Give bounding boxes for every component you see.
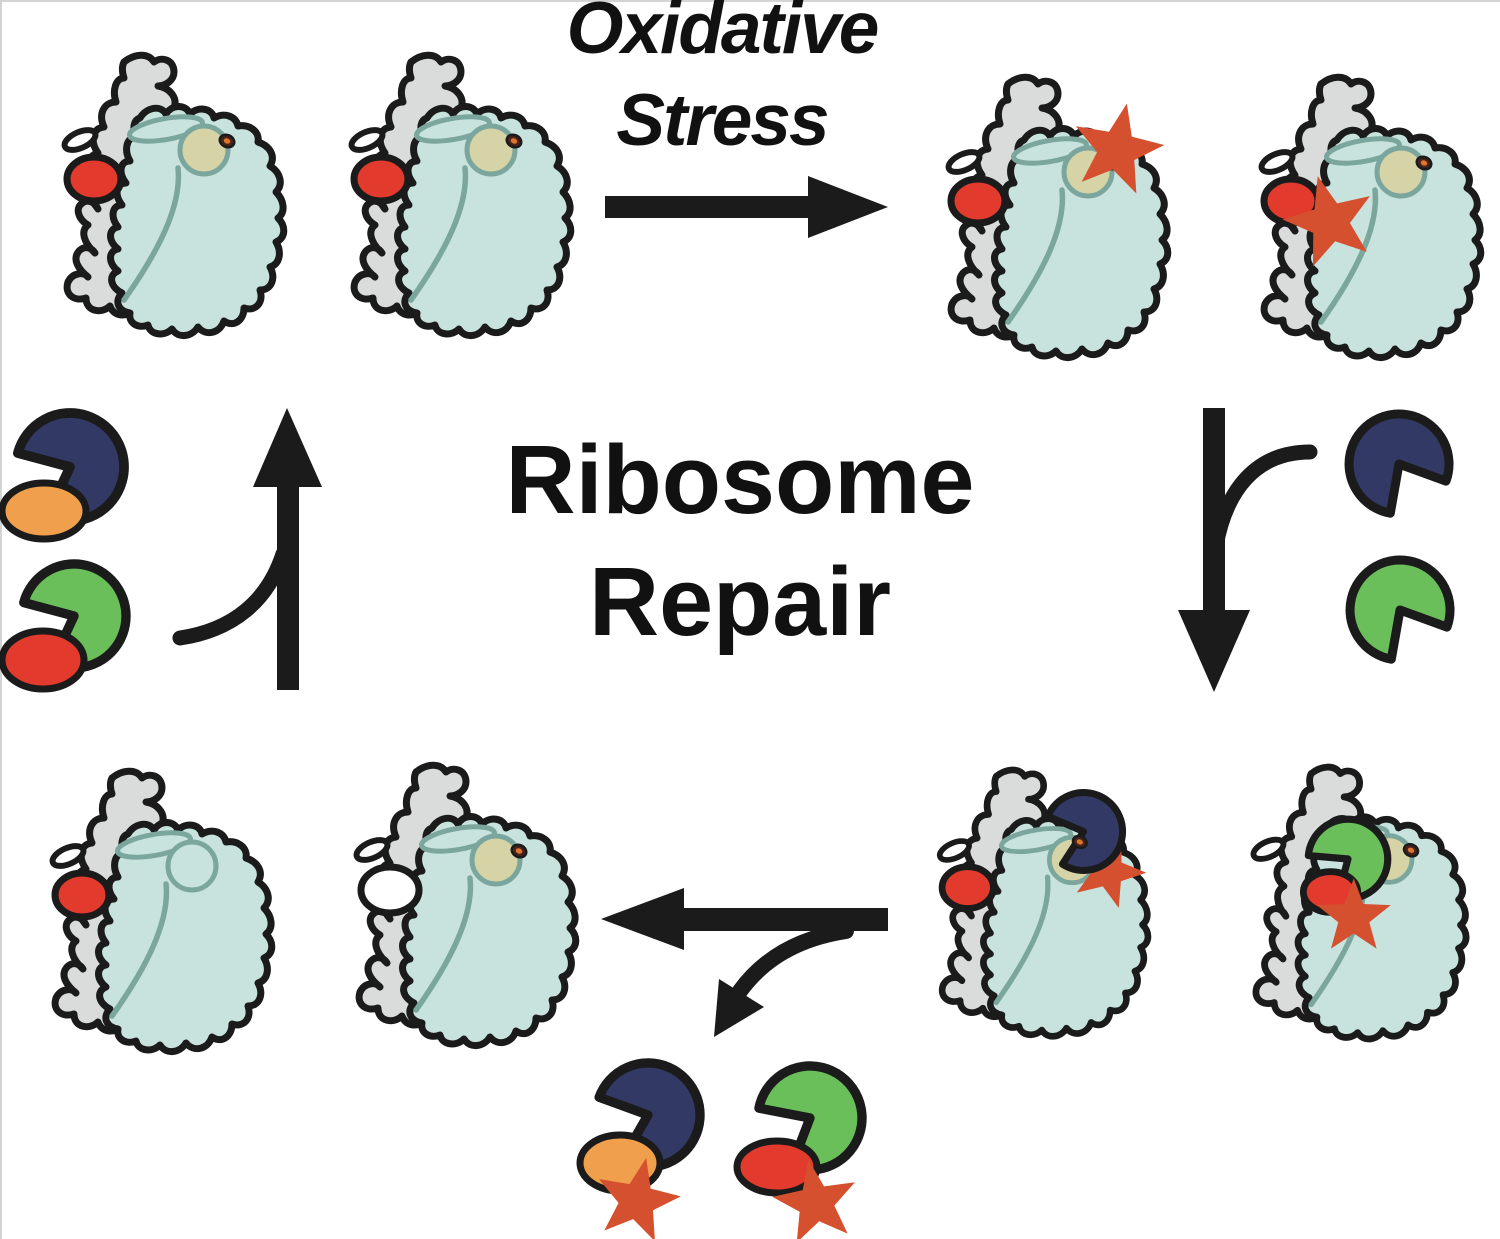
ribosome-damaged-2 xyxy=(1259,77,1481,357)
decoding-site-empty xyxy=(165,839,219,893)
protein-red xyxy=(938,863,997,912)
decoding-site xyxy=(469,833,523,887)
ribosome-intact-1 xyxy=(62,55,284,335)
ribosome-repair-label: Ribosome Repair xyxy=(505,425,975,656)
protein-red xyxy=(947,175,1009,227)
factor-binding-arrow xyxy=(1178,408,1318,692)
ribosome-repairing-1 xyxy=(937,770,1156,1036)
protein-red xyxy=(350,153,412,205)
repair-factor-dark-icon xyxy=(1349,414,1449,513)
oxidative-stress-arrow xyxy=(605,176,888,238)
decoding-site xyxy=(464,123,518,177)
damaged-protein-red xyxy=(733,1137,821,1197)
extracted-damaged-complex-green xyxy=(733,1062,866,1239)
repair-return-arrow xyxy=(172,408,322,690)
repair-factor-green-icon xyxy=(1350,560,1450,659)
extracted-damaged-complex-dark xyxy=(576,1059,704,1239)
new-protein-red xyxy=(0,627,88,693)
ribosome-repairing-2 xyxy=(1251,767,1466,1039)
oxidative-stress-label: Oxidative Stress xyxy=(566,0,880,161)
decoding-site xyxy=(1374,145,1428,199)
ribosome-intact-2 xyxy=(349,55,571,335)
new-protein-orange xyxy=(0,479,90,543)
new-protein-complex-green xyxy=(0,564,126,693)
ribosome-repaired-2 xyxy=(354,765,576,1045)
protein-red xyxy=(51,869,113,921)
ribosome-damaged-1 xyxy=(946,77,1171,357)
new-protein-complex-dark xyxy=(0,413,124,543)
ribosome-repaired-1 xyxy=(50,771,272,1051)
protein-site-vacant xyxy=(357,863,423,917)
release-arrow xyxy=(601,888,888,1037)
protein-red xyxy=(63,153,125,205)
decoding-site xyxy=(177,123,231,177)
